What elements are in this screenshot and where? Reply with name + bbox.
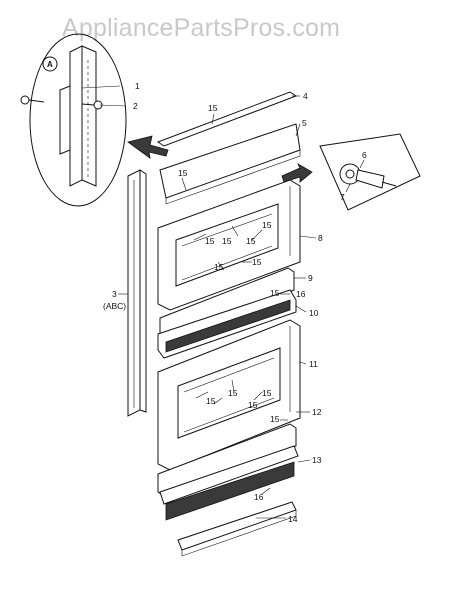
lower-frame-part-11 bbox=[157, 319, 301, 471]
rod-part-3 bbox=[127, 169, 147, 417]
callout-15: 15 bbox=[214, 262, 224, 272]
callout-14: 14 bbox=[288, 514, 298, 524]
callout-15: 15 bbox=[208, 103, 218, 113]
callout-15: 15 bbox=[270, 414, 280, 424]
callout-10: 10 bbox=[309, 308, 319, 318]
callout-3: 3 bbox=[112, 289, 117, 299]
callout-15: 15 bbox=[178, 168, 188, 178]
callout-15: 15 bbox=[252, 257, 262, 267]
callout-15: 15 bbox=[248, 400, 258, 410]
callout-15: 15 bbox=[228, 388, 238, 398]
watermark: AppliancePartsPros.com bbox=[62, 14, 341, 42]
direction-arrow-right bbox=[281, 162, 313, 183]
callout-16: 16 bbox=[296, 289, 306, 299]
upper-frame-part-8 bbox=[157, 179, 301, 311]
callout-1: 1 bbox=[135, 81, 140, 91]
rail-part-12 bbox=[157, 423, 297, 497]
callout-7: 7 bbox=[340, 192, 345, 202]
callout-15: 15 bbox=[262, 220, 272, 230]
callout-3-note: (ABC) bbox=[103, 301, 126, 311]
callout-12: 12 bbox=[312, 407, 322, 417]
rail-part-10 bbox=[157, 289, 297, 359]
callout-4: 4 bbox=[303, 91, 308, 101]
callout-16: 16 bbox=[254, 492, 264, 502]
detail-box-6-7 bbox=[319, 133, 421, 211]
callout-15: 15 bbox=[206, 396, 216, 406]
detail-circle bbox=[29, 33, 127, 207]
callout-15: 15 bbox=[222, 236, 232, 246]
callout-11: 11 bbox=[309, 359, 318, 369]
detail-a: A bbox=[20, 33, 127, 207]
detail-label: A bbox=[47, 60, 53, 69]
callout-5: 5 bbox=[302, 118, 307, 128]
callout-6: 6 bbox=[362, 150, 367, 160]
callout-15: 15 bbox=[246, 236, 256, 246]
detail-screw-right bbox=[81, 100, 103, 110]
callout-8: 8 bbox=[318, 233, 323, 243]
callout-15: 15 bbox=[205, 236, 215, 246]
leader-lines bbox=[81, 85, 365, 519]
callout-2: 2 bbox=[133, 101, 138, 111]
callouts: 1 2 3 (ABC) 4 5 6 7 8 9 10 11 12 13 14 1… bbox=[103, 81, 367, 524]
callout-15: 15 bbox=[262, 388, 272, 398]
detail-channel-inner bbox=[81, 45, 97, 187]
callout-13: 13 bbox=[312, 455, 322, 465]
direction-arrow-left bbox=[127, 135, 169, 159]
filter-part-13 bbox=[159, 445, 299, 521]
detail-channel bbox=[69, 45, 83, 187]
detail-screw-left bbox=[20, 95, 45, 105]
detail-label-circle bbox=[42, 56, 58, 72]
callout-15: 15 bbox=[270, 288, 280, 298]
callout-9: 9 bbox=[308, 273, 313, 283]
